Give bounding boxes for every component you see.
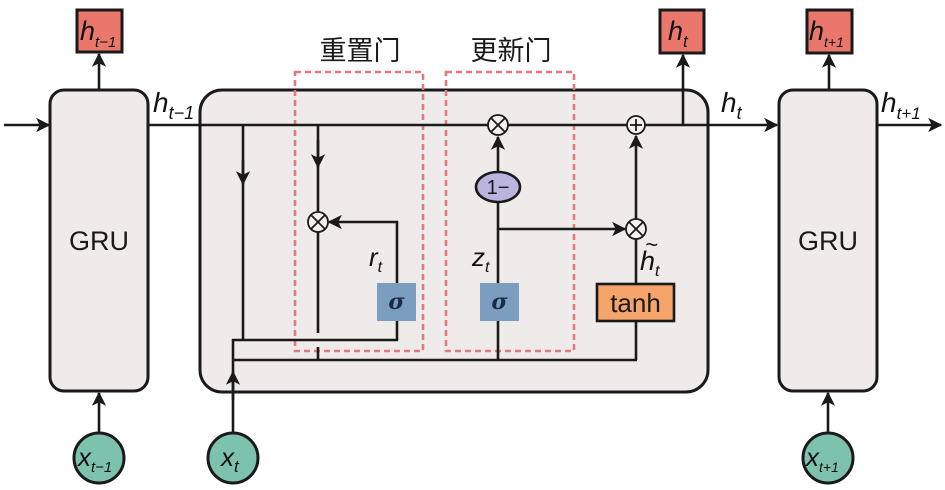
state-var-next: h (881, 87, 897, 118)
reset-sigma-symbol: σ (388, 289, 405, 315)
state-label-next: ht+1 (881, 87, 921, 123)
state-sub-prev: t−1 (169, 103, 195, 123)
output-sub-prev: t−1 (95, 34, 116, 51)
tanh-box (595, 282, 676, 323)
reset-gate-label: 重置门 (320, 36, 401, 67)
tanh-label: tanh (610, 288, 661, 318)
output-box-current (658, 8, 706, 55)
update-sigma-box (480, 283, 519, 321)
output-var-next: h (809, 16, 824, 46)
candidate-tilde: ~ (645, 232, 658, 257)
one-minus-label: 1− (487, 177, 510, 199)
input-circle-prev (72, 431, 126, 485)
reset-signal-label: rt (369, 242, 383, 276)
output-sub-current: t (683, 32, 689, 51)
state-label-prev: ht−1 (153, 87, 194, 123)
state-sub-next: t+1 (897, 104, 921, 123)
output-box-next (805, 8, 854, 55)
input-sub-current: t (234, 457, 240, 476)
output-var-prev: h (80, 16, 95, 46)
gru-cell-current (198, 88, 710, 394)
candidate-var: h (640, 246, 655, 276)
update-signal-sub: t (485, 259, 490, 276)
multiply-icon (310, 214, 326, 230)
add-icon (630, 119, 642, 131)
state-sub-current: t (737, 103, 743, 123)
multiply-icon (628, 221, 644, 237)
input-var-current: x (219, 442, 235, 472)
state-var-current: h (721, 87, 737, 118)
reset-signal-var: r (369, 242, 379, 272)
update-signal-var: z (471, 242, 485, 272)
input-sub-next: t+1 (819, 459, 839, 475)
state-label-current: ht (721, 87, 743, 123)
multiply-icon (490, 117, 506, 133)
gru-cell-prev-label: GRU (69, 226, 129, 256)
candidate-label: ht (640, 246, 660, 280)
output-var-current: h (668, 16, 683, 46)
state-var-prev: h (153, 87, 169, 118)
reset-gate-region (293, 70, 425, 353)
update-signal-label: zt (471, 242, 490, 276)
reset-sigma-box (377, 283, 416, 321)
input-label-prev: xt−1 (76, 442, 112, 476)
output-label-next: ht+1 (809, 16, 844, 50)
output-label-current: ht (668, 16, 689, 51)
output-sub-next: t+1 (824, 34, 844, 50)
one-minus-node (474, 170, 522, 204)
input-var-next: x (804, 442, 820, 472)
output-box-prev (75, 8, 124, 54)
input-label-next: xt+1 (804, 442, 839, 475)
input-label-current: xt (219, 442, 240, 476)
gru-cell-next-label: GRU (798, 226, 858, 256)
input-sub-prev: t−1 (91, 459, 112, 476)
input-circle-current (206, 431, 260, 485)
output-label-prev: ht−1 (80, 16, 116, 51)
candidate-sub: t (655, 263, 660, 280)
reset-signal-sub: t (378, 259, 383, 276)
update-sigma-symbol: σ (491, 289, 508, 315)
update-gate-region (444, 70, 576, 353)
input-var-prev: x (76, 442, 92, 472)
input-circle-next (801, 431, 855, 485)
update-gate-label: 更新门 (471, 36, 552, 67)
